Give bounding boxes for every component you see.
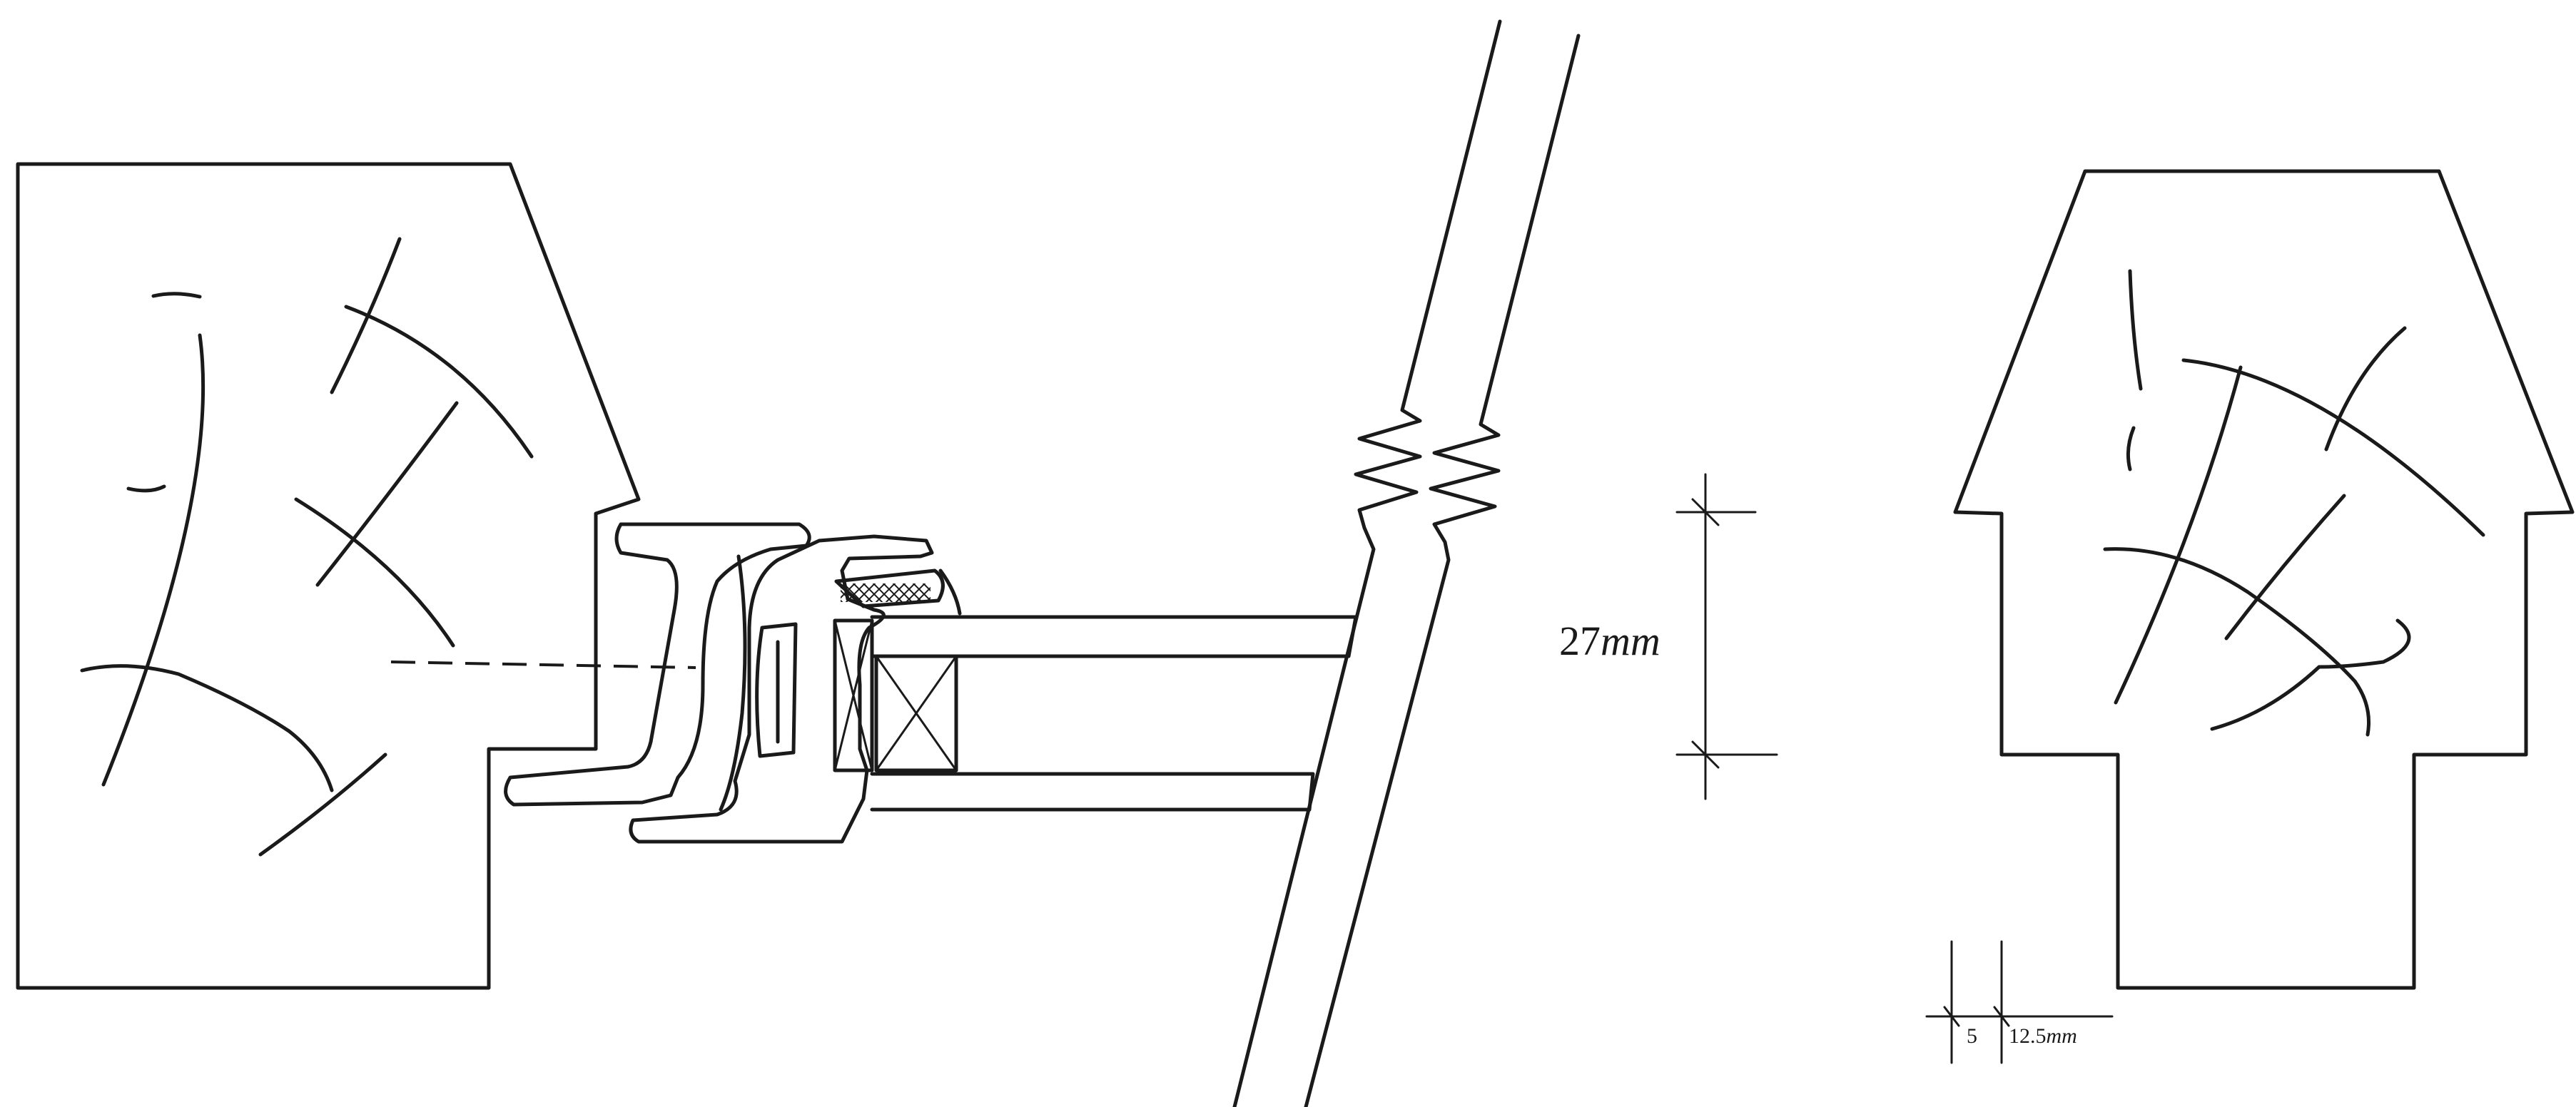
right-profile-section bbox=[1953, 169, 2575, 990]
glass-pane-assembly bbox=[833, 615, 1358, 812]
spacer-wedge bbox=[719, 554, 747, 812]
wall-break bbox=[1232, 19, 1581, 1107]
glass-lower-pane bbox=[870, 772, 1315, 812]
gasket-hatch bbox=[841, 583, 930, 602]
profile-inner bbox=[629, 534, 934, 844]
profile-outer bbox=[504, 522, 811, 807]
right-profile-outline bbox=[1953, 169, 2575, 990]
glazing-profile bbox=[504, 522, 962, 844]
wood-frame-section bbox=[16, 162, 696, 990]
centerline bbox=[390, 660, 696, 669]
wood-grain-lines bbox=[80, 237, 534, 857]
wall-line-right bbox=[1304, 34, 1581, 1107]
dimension-label-27mm: 27mm bbox=[1559, 618, 1660, 664]
bead-lip bbox=[938, 568, 962, 616]
dimension-label-5: 5 bbox=[1967, 1024, 1977, 1048]
dimension-label-12-5mm: 12.5mm bbox=[2009, 1024, 2077, 1048]
dimension-27mm: 27mm bbox=[1559, 473, 1778, 800]
glass-upper-pane bbox=[870, 615, 1358, 658]
wall-line-left bbox=[1232, 19, 1502, 1107]
clip-insert bbox=[755, 622, 798, 758]
spacer-bar-left bbox=[833, 618, 874, 772]
glazing-bead bbox=[834, 568, 945, 608]
wood-frame-outline bbox=[16, 162, 641, 990]
right-wood-grain bbox=[2103, 269, 2485, 737]
dimension-small: 5 12.5mm bbox=[1925, 940, 2114, 1064]
